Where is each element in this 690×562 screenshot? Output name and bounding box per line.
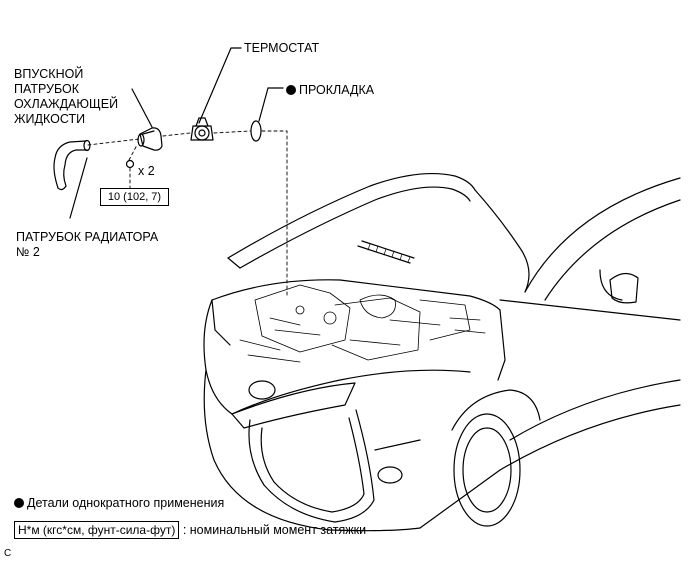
intake-pipe-part bbox=[137, 127, 163, 151]
gasket-label-text: ПРОКЛАДКА bbox=[299, 83, 375, 97]
legend-non-reusable-text: Детали однократного применения bbox=[27, 496, 225, 510]
radiator-hose-label: ПАТРУБОК РАДИАТОРА № 2 bbox=[16, 230, 159, 259]
radiator-hose-part bbox=[53, 139, 91, 191]
thermostat-part bbox=[190, 117, 214, 141]
legend-torque: Н*м (кгс*см, фунт-сила-фут) : номинальны… bbox=[14, 521, 366, 539]
torque-value-box: 10 (102, 7) bbox=[100, 188, 169, 206]
non-reusable-icon bbox=[286, 85, 296, 95]
intake-pipe-label: ВПУСКНОЙ ПАТРУБОК ОХЛАЖДАЮЩЕЙ ЖИДКОСТИ bbox=[14, 67, 119, 126]
non-reusable-icon bbox=[14, 498, 24, 508]
thermostat-label: ТЕРМОСТАТ bbox=[244, 41, 320, 55]
bolt-part bbox=[125, 159, 135, 169]
gasket-part bbox=[250, 120, 262, 142]
corner-code: C bbox=[4, 548, 12, 559]
legend-torque-desc: : номинальный момент затяжки bbox=[182, 523, 367, 537]
bolt-quantity-label: x 2 bbox=[138, 164, 155, 178]
car-outline bbox=[203, 172, 681, 532]
gasket-label: ПРОКЛАДКА bbox=[286, 83, 374, 98]
legend-torque-units: Н*м (кгс*см, фунт-сила-фут) bbox=[14, 521, 180, 539]
legend-non-reusable: Детали однократного применения bbox=[14, 496, 224, 511]
